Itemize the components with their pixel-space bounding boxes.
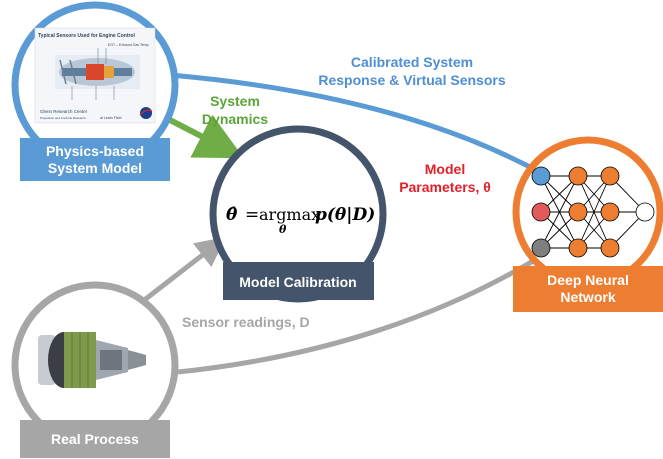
equation-lhs: θ̂ bbox=[226, 205, 238, 225]
engine-schematic-inset: Typical Sensors Used for Engine Control … bbox=[34, 27, 156, 124]
hidden-neuron bbox=[568, 202, 588, 222]
input-neuron-red bbox=[531, 202, 551, 222]
hidden-neuron bbox=[600, 202, 620, 222]
real-process-label-box bbox=[20, 420, 170, 458]
system-dynamics-arrow bbox=[168, 114, 244, 159]
equation-operator: argmax bbox=[259, 205, 320, 224]
dnn-label-line1: Deep Neural bbox=[547, 272, 629, 288]
equation-subscript: θ bbox=[279, 223, 287, 236]
physics-model-node: Typical Sensors Used for Engine Control … bbox=[11, 1, 179, 181]
real-process-label: Real Process bbox=[51, 431, 139, 447]
input-neuron-gray bbox=[531, 238, 551, 258]
input-neuron-blue bbox=[531, 166, 551, 186]
output-neuron bbox=[635, 202, 655, 222]
system-dynamics-label-line1: System bbox=[210, 93, 260, 109]
dnn-label-box bbox=[513, 266, 663, 312]
model-calibration-label: Model Calibration bbox=[239, 274, 356, 290]
equation-rhs: p(θ|D) bbox=[315, 205, 375, 225]
physics-model-label-box bbox=[20, 138, 170, 181]
hidden-neuron bbox=[568, 238, 588, 258]
model-calibration-node: θ̂ = argmax θ p(θ|D) Model Calibration bbox=[209, 125, 387, 303]
calibrated-response-label-line2: Response & Virtual Sensors bbox=[318, 72, 505, 88]
dnn-node: Deep Neural Network bbox=[512, 136, 663, 312]
inset-center-line2: at Lewis Field bbox=[100, 116, 121, 120]
calibrated-response-connector bbox=[169, 72, 547, 178]
real-process-node: Real Process bbox=[11, 281, 179, 458]
inset-title: Typical Sensors Used for Engine Control bbox=[38, 33, 135, 39]
physics-model-label-line2: System Model bbox=[48, 160, 142, 176]
inset-sub: Propulsion and Controls Research bbox=[40, 116, 86, 120]
inset-center-line1: Glenn Research Center bbox=[40, 109, 88, 114]
calibrated-response-label-line1: Calibrated System bbox=[351, 54, 473, 70]
equation-equals: = bbox=[245, 205, 259, 225]
inset-note: EGT – Exhaust Gas Temp bbox=[108, 43, 149, 47]
model-parameters-label-line2: Parameters, θ bbox=[399, 179, 491, 195]
sensor-readings-connector bbox=[177, 249, 550, 375]
hidden-neuron bbox=[568, 166, 588, 186]
model-calibration-label-box bbox=[223, 262, 374, 300]
dnn-label-line2: Network bbox=[560, 289, 615, 305]
model-parameters-label-line1: Model bbox=[425, 161, 465, 177]
hidden-neuron bbox=[600, 238, 620, 258]
physics-model-label-line1: Physics-based bbox=[46, 143, 144, 159]
hidden-neuron bbox=[600, 166, 620, 186]
system-dynamics-label-line2: Dynamics bbox=[202, 111, 268, 127]
jet-engine-illustration bbox=[38, 332, 146, 388]
calibration-equation: θ̂ = argmax θ p(θ|D) bbox=[226, 205, 375, 236]
sensor-readings-label: Sensor readings, D bbox=[182, 314, 310, 330]
